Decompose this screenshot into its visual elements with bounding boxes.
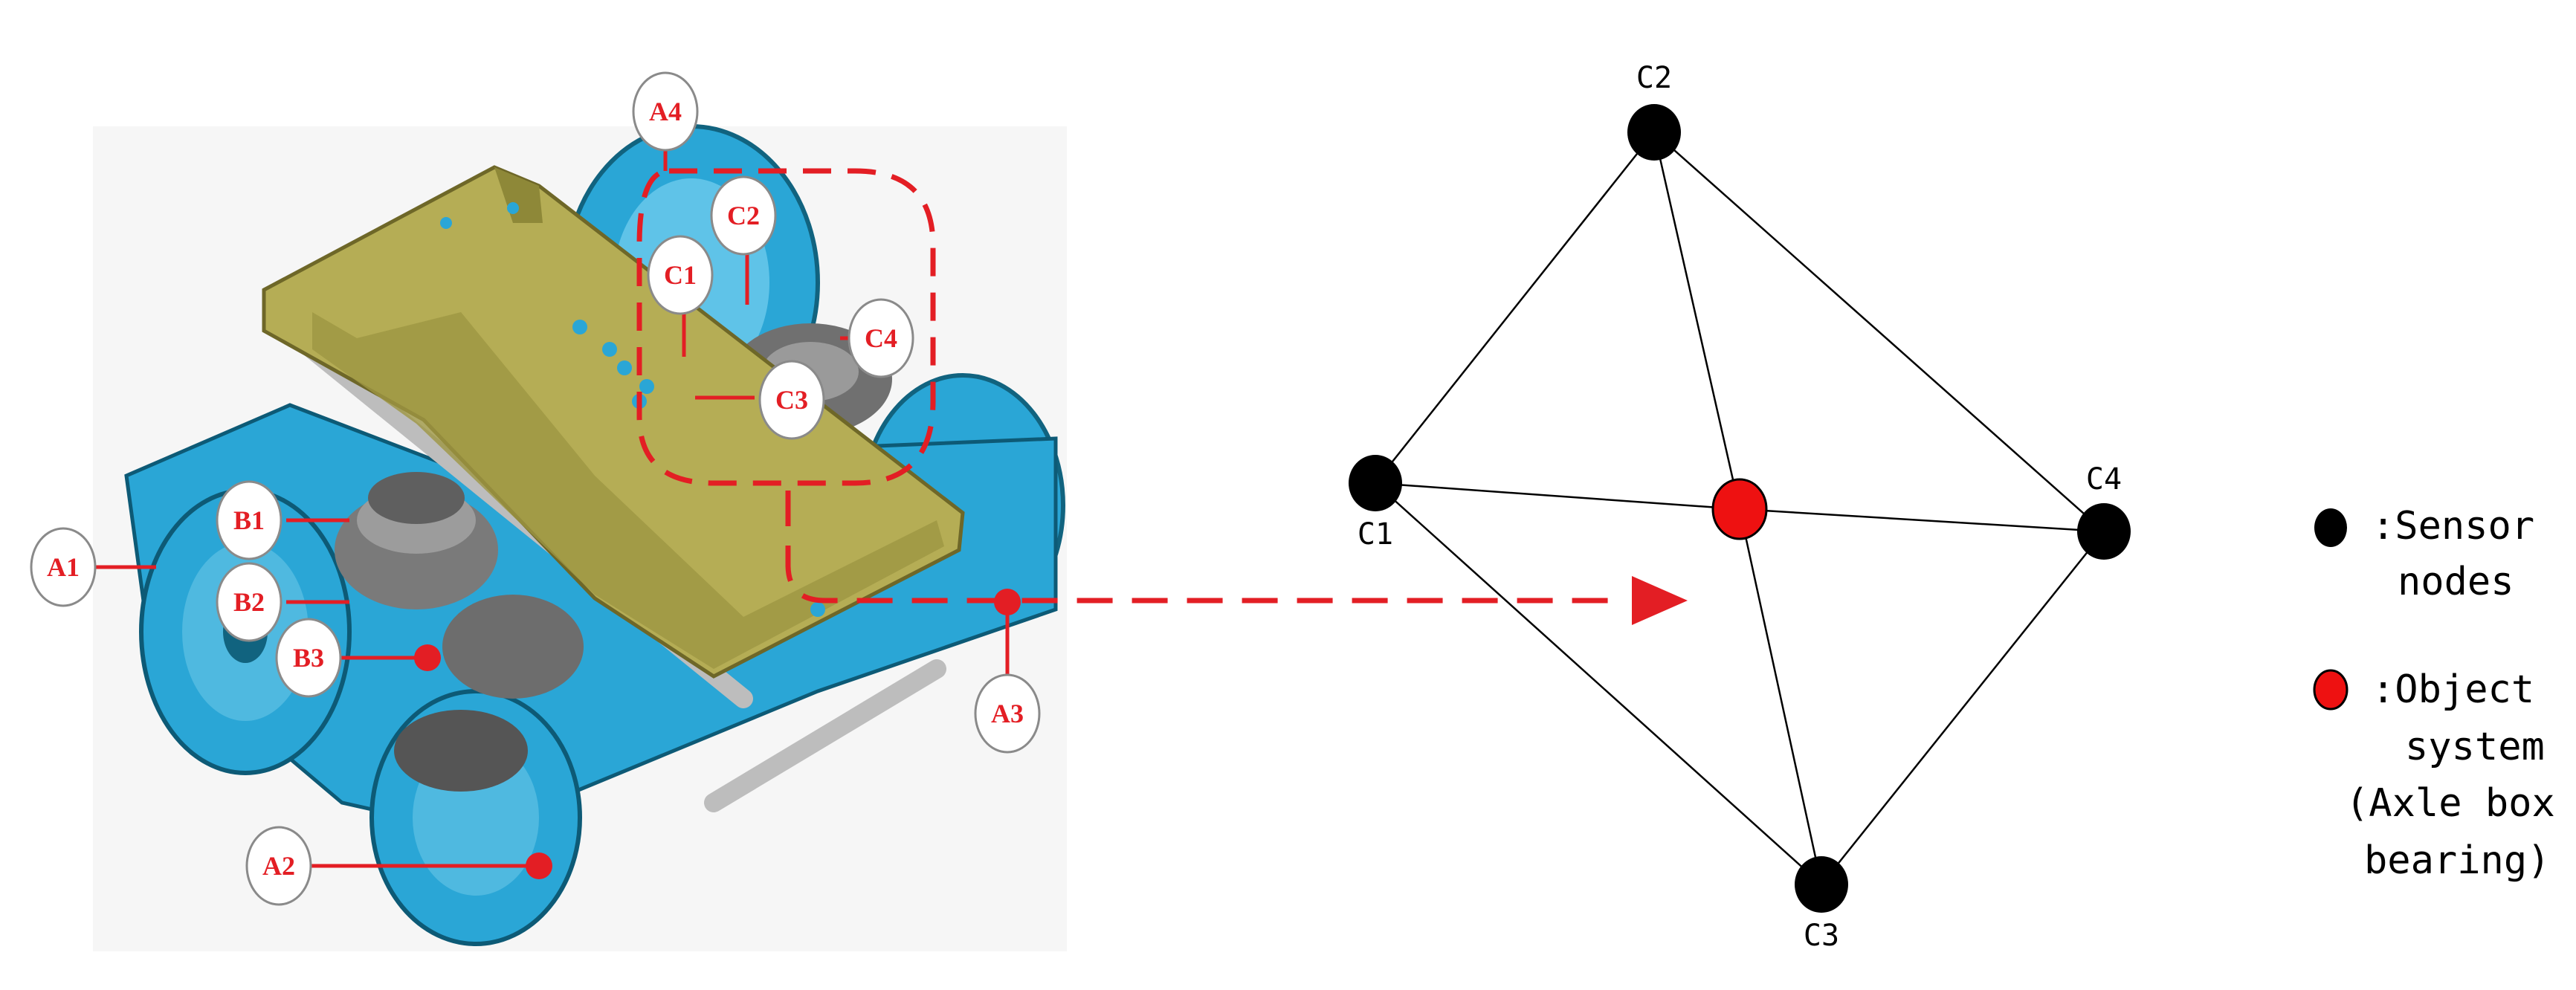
callout-c4: C4 xyxy=(848,298,914,378)
dashed-arrow xyxy=(785,491,1688,625)
callout-c3: C3 xyxy=(758,360,825,440)
sensor-markers xyxy=(414,589,1021,879)
sensor-network: C1 C2 C3 C4 xyxy=(1349,61,2131,953)
node-label-c1: C1 xyxy=(1358,517,1393,551)
callout-c1: C1 xyxy=(647,235,714,315)
edge-c4-object xyxy=(1739,508,2105,533)
callout-a1: A1 xyxy=(30,527,97,607)
legend-sensor-line-2: nodes xyxy=(2398,560,2514,604)
bogie-illustration: A1 A2 A3 A4 B1 B2 B3 C1 xyxy=(30,71,1688,951)
frame-bolts xyxy=(440,202,825,617)
object-node xyxy=(1711,478,1768,540)
edge-c1-object xyxy=(1375,482,1740,511)
node-label-c3: C3 xyxy=(1804,919,1839,953)
edge-c1-c2 xyxy=(1375,132,1655,484)
callout-b2: B2 xyxy=(216,562,283,642)
callout-b1-label: B1 xyxy=(233,505,265,535)
legend-object-line-2: system xyxy=(2405,725,2545,769)
callout-c2-label: C2 xyxy=(727,201,760,230)
callout-a2: A2 xyxy=(245,826,312,906)
sensor-node-c2 xyxy=(1627,104,1681,161)
node-label-c2: C2 xyxy=(1636,61,1672,95)
edge-c2-c4 xyxy=(1653,132,2105,532)
callout-a4: A4 xyxy=(632,71,699,152)
edge-c4-c3 xyxy=(1821,531,2105,885)
sensor-node-c3 xyxy=(1795,856,1848,913)
edge-c3-c1 xyxy=(1375,482,1822,885)
legend-object-line-1: :Object xyxy=(2372,667,2534,712)
sensor-node-c4 xyxy=(2077,503,2131,560)
callout-c2: C2 xyxy=(710,175,777,256)
edge-c3-object xyxy=(1738,508,1823,885)
callout-c4-label: C4 xyxy=(865,323,897,353)
edge-c2-object xyxy=(1653,132,1741,510)
callout-a2-label: A2 xyxy=(262,851,295,881)
highlight-region-dashed xyxy=(636,168,936,486)
sensor-node-c1 xyxy=(1349,455,1402,511)
legend-sensor-entry: :Sensor nodes xyxy=(2314,504,2534,604)
spring-assembly xyxy=(335,323,892,792)
legend-object-line-4: bearing) xyxy=(2364,838,2550,883)
legend-sensor-marker xyxy=(2314,508,2347,547)
callout-a3: A3 xyxy=(974,673,1041,754)
legend-object-marker xyxy=(2313,669,2349,711)
callout-c3-label: C3 xyxy=(775,385,808,415)
callout-b2-label: B2 xyxy=(233,587,265,617)
callout-b3-label: B3 xyxy=(293,643,324,673)
legend-object-entry: :Object system (Axle box bearing) xyxy=(2313,667,2555,883)
callout-a4-label: A4 xyxy=(649,97,682,126)
callout-c1-label: C1 xyxy=(664,260,697,290)
callout-b3: B3 xyxy=(275,618,342,698)
node-label-c4: C4 xyxy=(2086,462,2122,496)
legend-sensor-line-1: :Sensor xyxy=(2372,504,2534,549)
callout-a3-label: A3 xyxy=(991,699,1024,728)
network-edges xyxy=(1375,132,2105,885)
legend: :Sensor nodes :Object system (Axle box b… xyxy=(2313,504,2555,883)
callout-a1-label: A1 xyxy=(47,552,80,582)
callout-b1: B1 xyxy=(216,480,283,560)
legend-object-line-3: (Axle box xyxy=(2346,781,2555,826)
